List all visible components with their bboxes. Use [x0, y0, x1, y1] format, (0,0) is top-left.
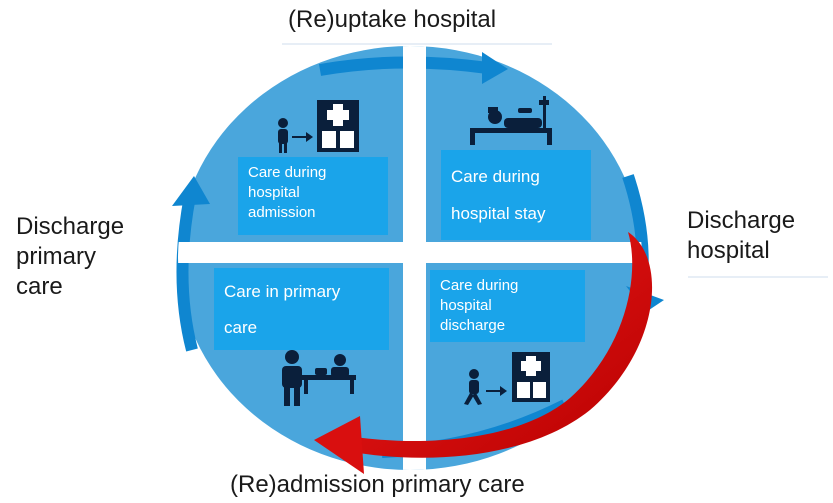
person-to-hospital-icon [278, 100, 359, 153]
top-arrowhead [482, 52, 508, 84]
doctor-patient-desk-icon [282, 350, 356, 406]
quadrant-text-line: Care during [440, 277, 519, 294]
label-line: Discharge [16, 213, 125, 240]
quadrant-care-during-hospital-stay: Care during hospital stay [441, 150, 591, 240]
label-line: hospital [687, 237, 770, 264]
quadrant-text-line: care [224, 318, 258, 337]
quadrant-text-line: Care during [248, 164, 327, 181]
label-line: care [16, 273, 63, 300]
quadrant-text-line: discharge [440, 317, 506, 334]
cross-horizontal [178, 242, 642, 263]
quadrant-text-line: hospital [440, 297, 492, 314]
left-arc-arrow [176, 194, 198, 352]
label-underline [688, 276, 828, 278]
label-discharge-hospital: Discharge hospital [687, 206, 795, 266]
label-reuptake-hospital: (Re)uptake hospital [288, 6, 497, 33]
quadrant-care-during-hospital-discharge: Care during hospital discharge [430, 270, 585, 342]
label-underline [282, 43, 552, 45]
quadrant-text-line: Care in primary [224, 282, 341, 301]
quadrant-text-line: Care during [451, 167, 540, 186]
label-discharge-primary-care: Discharge primary care [16, 212, 124, 302]
walking-person-to-hospital-icon [464, 352, 550, 405]
label-line: Discharge [687, 207, 796, 234]
red-arrowhead [314, 416, 364, 474]
hospital-bed-icon [470, 96, 552, 145]
top-arc-arrow [318, 56, 489, 76]
left-arrowhead [172, 176, 210, 206]
label-line: primary [16, 243, 97, 270]
label-readmission-primary-care: (Re)admission primary care [230, 471, 525, 498]
red-arrow-body [352, 232, 653, 458]
quadrant-text-line: admission [248, 204, 316, 221]
quadrant-text-line: hospital [248, 184, 300, 201]
quadrant-care-during-hospital-admission: Care during hospital admission [238, 157, 388, 235]
quadrant-care-in-primary-care: Care in primary care [214, 268, 389, 350]
quadrant-text-line: hospital stay [451, 204, 546, 223]
